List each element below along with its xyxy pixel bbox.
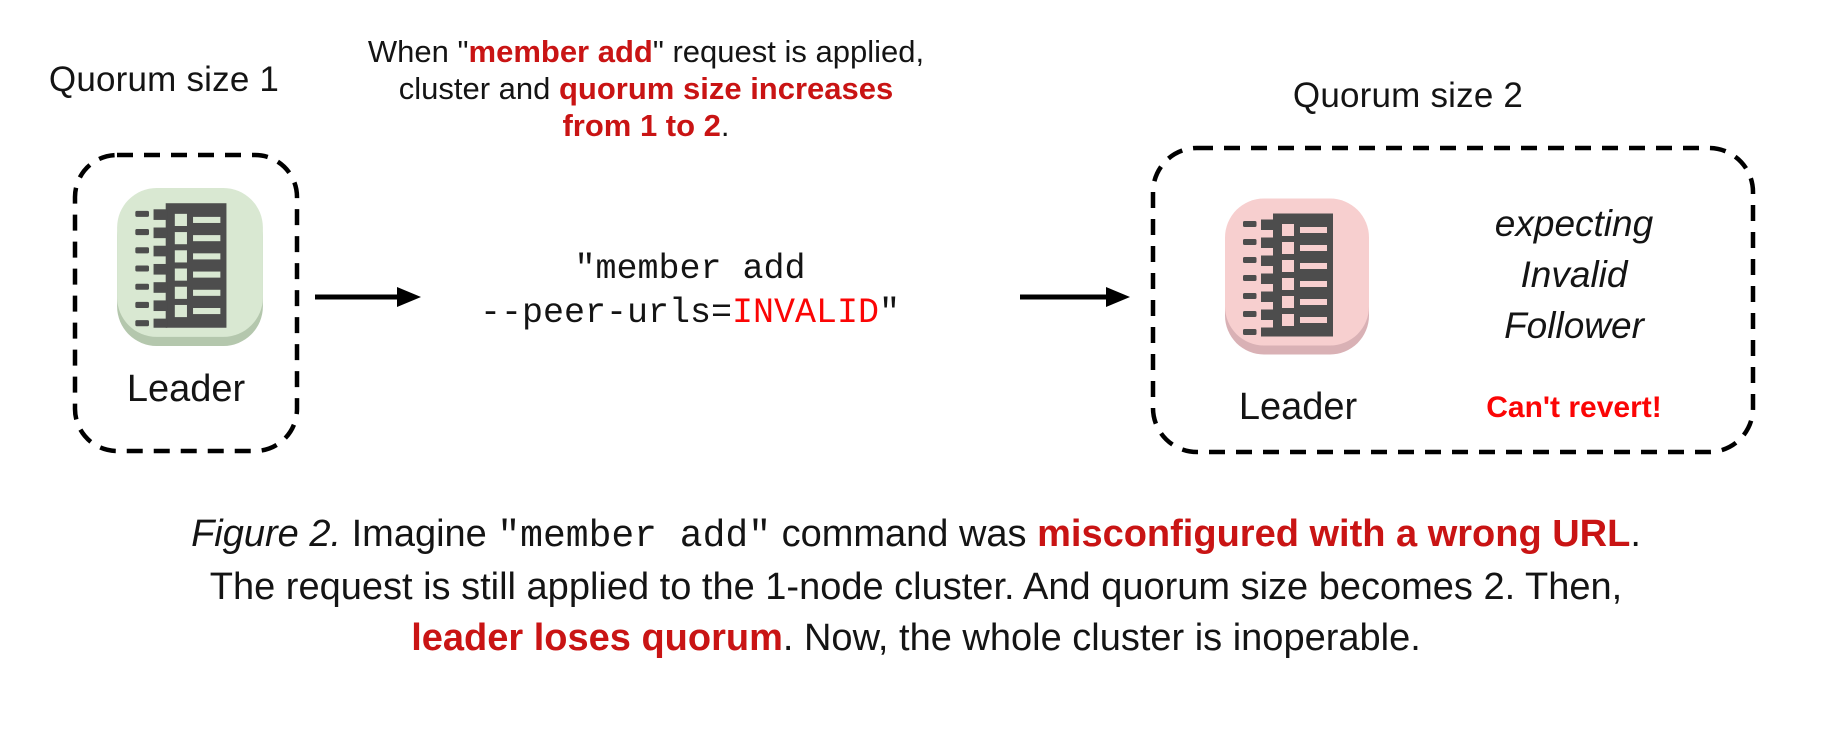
command-line: "member add — [574, 249, 806, 289]
left-leader-node-tile — [117, 188, 263, 346]
note-line: cluster and quorum size increases — [398, 71, 894, 106]
member-add-note: When "member add" request is applied, cl… — [318, 33, 974, 144]
arrow-right-icon — [315, 287, 421, 307]
caption-line: The request is still applied to the 1-no… — [209, 566, 1623, 608]
figure-caption: Figure 2. Imagine "member add" command w… — [0, 509, 1832, 664]
command-line: --peer-urls=INVALID" — [479, 293, 901, 333]
caption-line: Figure 2. Imagine "member add" command w… — [191, 513, 1641, 558]
member-add-command: "member add --peer-urls=INVALID" — [398, 247, 982, 335]
expectation-line: Invalid — [1520, 254, 1628, 295]
right-leader-node-tile — [1225, 198, 1369, 355]
cant-revert-warning: Can't revert! — [1486, 391, 1662, 424]
expectation-line: expecting — [1494, 203, 1654, 244]
left-quorum-title: Quorum size 1 — [48, 60, 280, 99]
expecting-invalid-follower-note: expecting Invalid Follower — [1398, 198, 1750, 351]
right-quorum-title: Quorum size 2 — [1292, 76, 1524, 115]
left-leader-label: Leader — [126, 368, 246, 410]
caption-line: leader loses quorum. Now, the whole clus… — [411, 617, 1421, 659]
note-line: When "member add" request is applied, — [367, 34, 925, 69]
note-line: from 1 to 2. — [562, 108, 730, 143]
right-leader-label: Leader — [1238, 386, 1358, 428]
ledger-icon — [1243, 213, 1333, 337]
arrow-right-icon — [1020, 287, 1130, 307]
expectation-line: Follower — [1504, 305, 1644, 346]
